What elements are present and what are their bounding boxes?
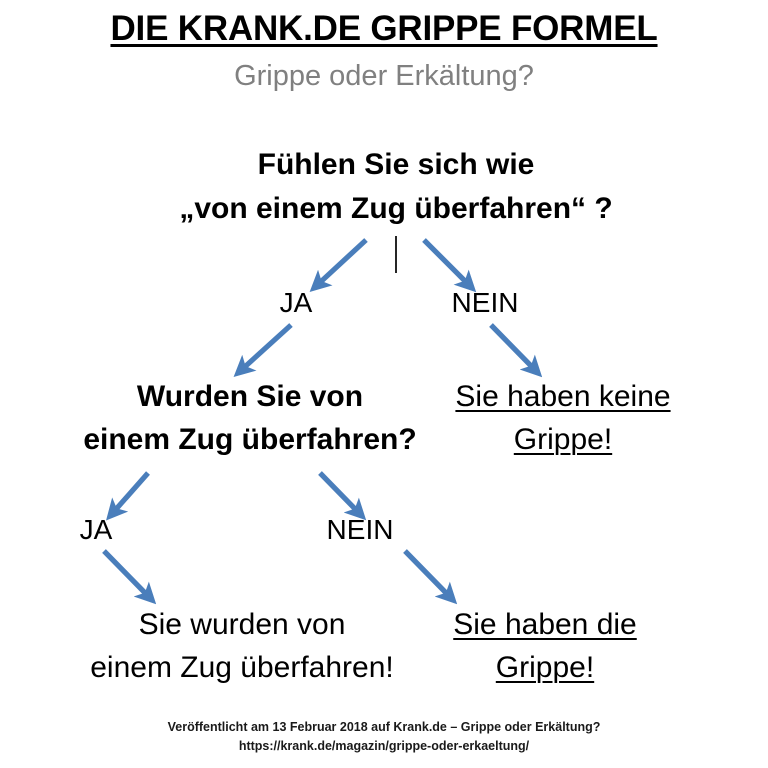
second-question-node: Wurden Sie von einem Zug überfahren?	[30, 375, 470, 461]
outcome-has-flu-node: Sie haben die Grippe!	[375, 603, 715, 689]
outcome-no-flu-line2: Grippe!	[513, 423, 613, 456]
edge-label-ja-level1: JA	[279, 287, 313, 318]
outcome-no-flu-node: Sie haben keine Grippe!	[393, 375, 733, 461]
page-subtitle: Grippe oder Erkältung?	[234, 60, 534, 92]
root-question-node: Fühlen Sie sich wie „von einem Zug überf…	[84, 143, 708, 231]
arrow-root-to-nein	[422, 238, 477, 293]
outcome-no-flu-line1: Sie haben keine	[455, 380, 671, 413]
arrow-root-to-ja	[309, 238, 368, 293]
outcome-hit-by-train-node: Sie wurden von einem Zug überfahren!	[22, 603, 462, 689]
outcome-has-flu-line2: Grippe!	[495, 651, 595, 684]
arrow-ja-to-question2	[233, 323, 293, 378]
second-question-line2: einem Zug überfahren?	[83, 423, 417, 456]
outcome-has-flu-line1: Sie haben die	[453, 608, 637, 641]
arrow-question2-to-nein	[318, 471, 367, 521]
footer-attribution: Veröffentlicht am 13 Februar 2018 auf Kr…	[167, 720, 601, 734]
second-question-line1: Wurden Sie von	[136, 380, 364, 413]
root-question-line2: „von einem Zug überfahren“ ?	[179, 192, 613, 225]
page-title: DIE KRANK.DE GRIPPE FORMEL	[0, 8, 768, 50]
arrow-question2-to-ja	[106, 471, 150, 521]
outcome-hit-by-train-line1: Sie wurden von	[138, 608, 346, 641]
root-question-line1: Fühlen Sie sich wie	[257, 148, 535, 181]
edge-label-nein-level1: NEIN	[451, 287, 519, 318]
outcome-hit-by-train-line2: einem Zug überfahren!	[90, 651, 394, 684]
arrow-ja2-to-train-outcome	[102, 549, 157, 605]
page-title-text: DIE KRANK.DE GRIPPE FORMEL	[110, 9, 658, 48]
footer-url: https://krank.de/magazin/grippe-oder-erk…	[238, 739, 530, 753]
edge-label-nein-level2: NEIN	[326, 514, 394, 545]
arrow-nein2-to-flu-outcome	[403, 549, 458, 605]
edge-label-ja-level2: JA	[79, 514, 113, 545]
arrow-nein-to-no-outcome	[489, 323, 543, 378]
